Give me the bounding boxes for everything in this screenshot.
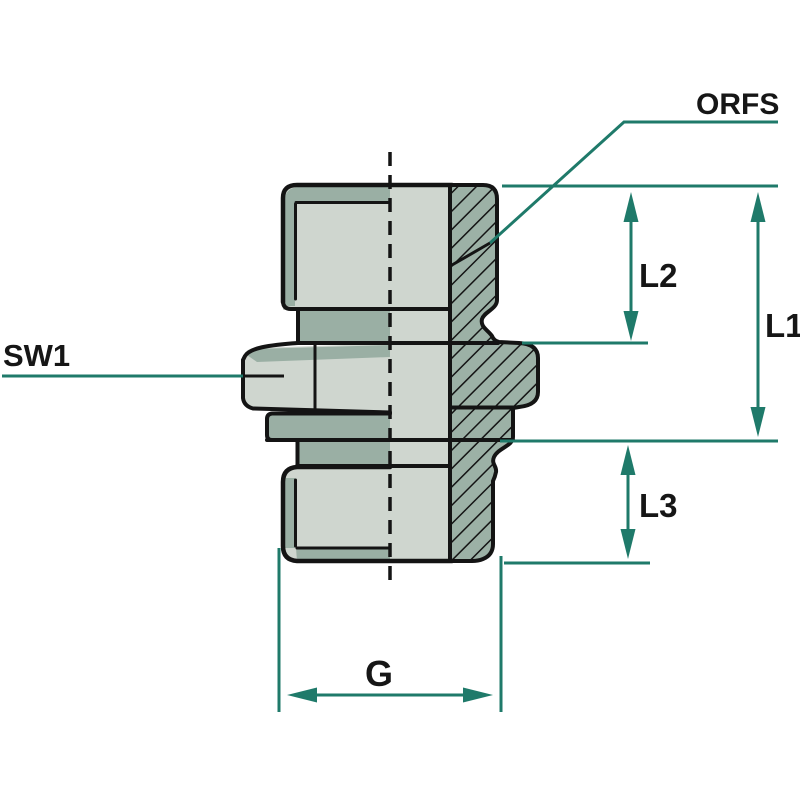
nut-bottom-edge bbox=[281, 299, 452, 311]
label-l2: L2 bbox=[639, 257, 678, 294]
l3-arrow-up bbox=[620, 445, 636, 475]
section-hatch-region bbox=[448, 183, 540, 563]
dimensions bbox=[2, 120, 778, 712]
l2-arrow-up bbox=[623, 192, 639, 222]
dimension-arrowheads bbox=[287, 192, 766, 703]
washer-band bbox=[267, 414, 390, 440]
section-half bbox=[448, 183, 540, 563]
orfs-leader-tail bbox=[451, 241, 491, 267]
hex-top-chamfer bbox=[247, 345, 390, 362]
orfs-nut-left-chamfer bbox=[283, 196, 295, 306]
g-arrow-left bbox=[287, 687, 317, 703]
hex-outline bbox=[241, 341, 392, 415]
collar-band bbox=[297, 441, 390, 466]
l1-arrow-up bbox=[750, 192, 766, 222]
orfs-leader-line bbox=[488, 120, 778, 245]
g-thread-outline bbox=[280, 464, 455, 564]
g-thread-face bbox=[283, 467, 390, 561]
label-l1: L1 bbox=[765, 307, 800, 344]
g-thread-left-chamfer bbox=[283, 478, 295, 548]
fitting-body bbox=[243, 185, 452, 561]
orfs-nut-top-chamfer bbox=[285, 187, 390, 203]
orfs-nut-face bbox=[283, 185, 390, 310]
leader-tails bbox=[243, 241, 491, 378]
l1-arrow-down bbox=[750, 407, 766, 437]
nut-outline bbox=[280, 182, 455, 305]
g-arrow-right bbox=[463, 687, 493, 703]
l2-arrow-down bbox=[623, 311, 639, 341]
label-l3: L3 bbox=[639, 487, 678, 524]
label-g: G bbox=[365, 653, 393, 694]
label-orfs: ORFS bbox=[696, 88, 779, 121]
bore-strip bbox=[388, 185, 452, 561]
label-sw1: SW1 bbox=[3, 338, 70, 373]
l3-arrow-down bbox=[620, 529, 636, 559]
neck-band bbox=[298, 310, 390, 343]
edge-lines bbox=[241, 182, 515, 564]
g-thread-bottom-chamfer bbox=[296, 548, 390, 561]
